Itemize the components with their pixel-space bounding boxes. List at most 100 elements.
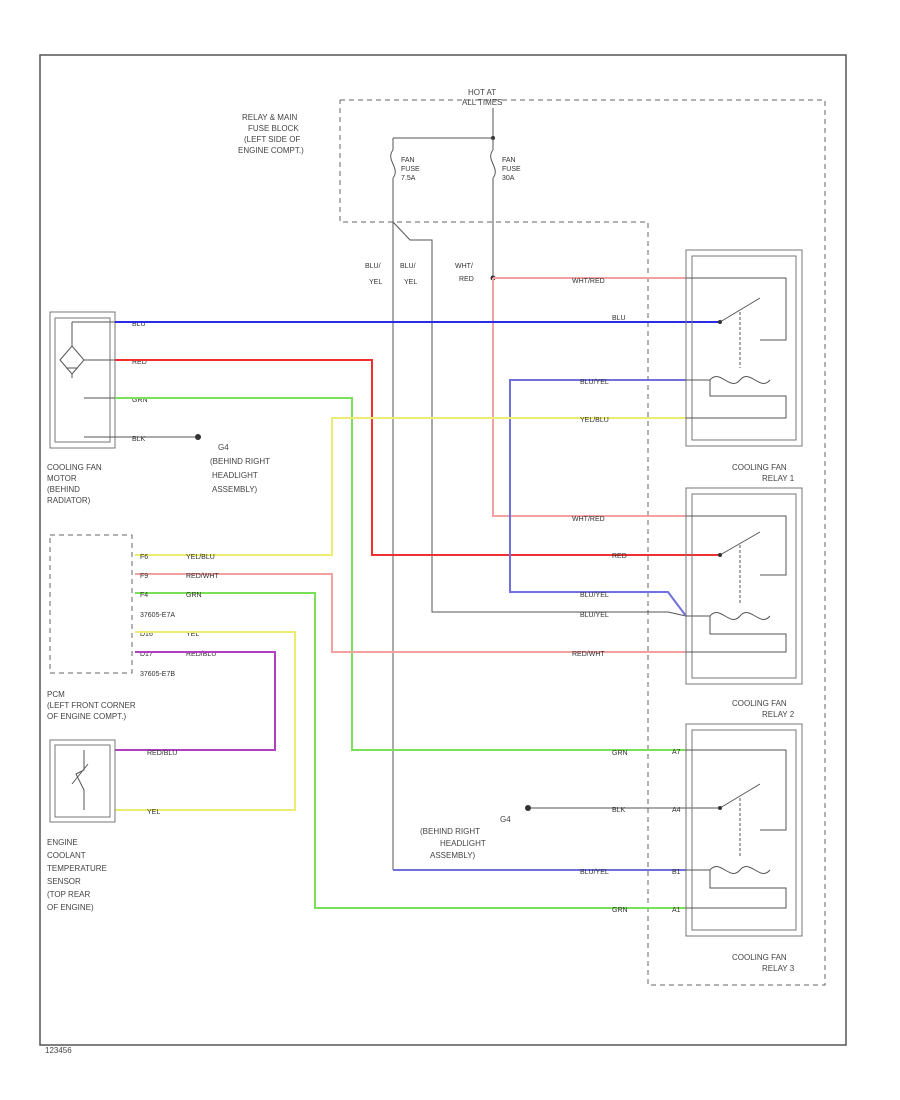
- fuse-b-icon: [490, 149, 496, 179]
- wire-label-grn-r3b: GRN: [612, 907, 628, 914]
- coolant-sensor-inner: [54, 744, 111, 818]
- ground1-label-3: HEADLIGHT: [212, 471, 258, 480]
- pcm-wire-grn: GRN: [186, 592, 202, 599]
- relay1-coil-path: [686, 379, 787, 419]
- cooling-fan-motor-box: [49, 311, 116, 449]
- motor-label-4: RADIATOR): [47, 496, 91, 505]
- ground2-label-3: HEADLIGHT: [440, 839, 486, 848]
- ground2-label-4: ASSEMBLY): [430, 851, 476, 860]
- red-blu-wire: [115, 651, 276, 751]
- pcm-pin-d17: D17: [140, 651, 153, 658]
- sensor-wire-yel: YEL: [147, 809, 160, 816]
- wire-label-blu-yel-1a: BLU/: [365, 263, 381, 270]
- fuse-b-label-3: 30A: [502, 175, 515, 182]
- fuse-block-label-1: RELAY & MAIN: [242, 113, 298, 122]
- relay2-coil-icon: [709, 612, 771, 620]
- fuse-a-label-3: 7.5A: [401, 175, 416, 182]
- ground-dot-1: [195, 434, 201, 440]
- sensor-label-5: (TOP REAR: [47, 890, 90, 899]
- relay3-coil-path: [686, 869, 787, 909]
- fuse-block-outline: [339, 99, 826, 986]
- coolant-sensor-box: [49, 739, 116, 823]
- motor-wire-blk: BLK: [132, 436, 146, 443]
- fuse-block-label-3: (LEFT SIDE OF: [244, 135, 300, 144]
- wire-label-red-r2: RED: [612, 553, 627, 560]
- fuse-a-label-1: FAN: [401, 157, 415, 164]
- grn-wire-motor: [115, 397, 686, 751]
- cooling-fan-motor-inner: [54, 317, 111, 443]
- pcm-label-1: PCM: [47, 690, 65, 699]
- relay3-contact-path: [686, 749, 787, 831]
- pcm-pin-f4: F4: [140, 592, 148, 599]
- relay2-inner: [691, 493, 797, 679]
- wire-label-wht-red-b: RED: [459, 276, 474, 283]
- ground2-label-1: G4: [500, 815, 511, 824]
- pcm-wire-red-wht: RED/WHT: [186, 573, 219, 580]
- relay3-label-1: COOLING FAN: [732, 953, 787, 962]
- relay2-label-1: COOLING FAN: [732, 699, 787, 708]
- relay1-box: [685, 249, 803, 447]
- wire-label-blu-yel-r1: BLU/YEL: [580, 379, 609, 386]
- ground2-label-2: (BEHIND RIGHT: [420, 827, 480, 836]
- all-times-label: ALL TIMES: [462, 98, 502, 107]
- fuse-a-icon: [390, 149, 396, 179]
- blu-yel-feed-relay2: [392, 178, 687, 617]
- wire-label-blu-yel-2a: BLU/: [400, 263, 416, 270]
- pcm-pin-f6: F6: [140, 554, 148, 561]
- fuse-a-label-2: FUSE: [401, 166, 420, 173]
- relay3-box: [685, 723, 803, 937]
- sensor-label-6: OF ENGINE): [47, 903, 94, 912]
- ground-dot-2: [525, 805, 531, 811]
- sensor-label-2: COOLANT: [47, 851, 86, 860]
- motor-label-2: MOTOR: [47, 474, 77, 483]
- wire-label-wht-red-r1: WHT/RED: [572, 278, 605, 285]
- relay3-switch-pivot: [718, 806, 722, 810]
- pcm-label-2: (LEFT FRONT CORNER: [47, 701, 136, 710]
- yel-wire: [115, 631, 296, 811]
- wire-label-grn-r3: GRN: [612, 750, 628, 757]
- thermistor-icon: [71, 750, 89, 810]
- wire-label-blu-yel-r2b: BLU/YEL: [580, 612, 609, 619]
- footer-code: 123456: [45, 1046, 72, 1055]
- sensor-label-3: TEMPERATURE: [47, 864, 107, 873]
- sensor-wire-red-blu: RED/BLU: [147, 750, 177, 757]
- sensor-label-1: ENGINE: [47, 838, 78, 847]
- pcm-pin-f9: F9: [140, 573, 148, 580]
- relay2-label-2: RELAY 2: [762, 710, 795, 719]
- wire-label-blu-yel-1b: YEL: [369, 279, 382, 286]
- relay2-switch-pivot: [718, 553, 722, 557]
- wire-label-blu-yel-r3: BLU/YEL: [580, 869, 609, 876]
- red-wht-wire: [135, 573, 686, 653]
- relay2-coil-path: [686, 615, 787, 653]
- fuse-block-label-2: FUSE BLOCK: [248, 124, 299, 133]
- ground1-label-4: ASSEMBLY): [212, 485, 258, 494]
- wht-red-wire-relay2: [492, 278, 686, 517]
- relay3-coil-icon: [709, 866, 771, 874]
- pcm-wire-yel-blu: YEL/BLU: [186, 554, 215, 561]
- grn-wire-pcm: [135, 592, 686, 909]
- fuse-b-label-2: FUSE: [502, 166, 521, 173]
- pcm-label-3: OF ENGINE COMPT.): [47, 712, 126, 721]
- fuse-block-label-4: ENGINE COMPT.): [238, 146, 304, 155]
- relay2-contact-path: [686, 515, 787, 576]
- wire-label-blu-yel-r2a: BLU/YEL: [580, 592, 609, 599]
- relay1-contact-path: [686, 277, 787, 341]
- red-wire: [115, 359, 720, 556]
- blu-yel-wire-relay1: [509, 379, 687, 617]
- wire-label-blu: BLU: [612, 315, 626, 322]
- pcm-box: [49, 534, 133, 674]
- pcm-wire-yel: YEL: [186, 631, 199, 638]
- pcm-connector-a: 37605-E7A: [140, 612, 175, 619]
- relay2-box: [685, 487, 803, 685]
- motor-wire-red: RED: [132, 359, 147, 366]
- sensor-label-4: SENSOR: [47, 877, 81, 886]
- wire-label-wht-red-r2: WHT/RED: [572, 516, 605, 523]
- ground1-label-1: G4: [218, 443, 229, 452]
- relay1-inner: [691, 255, 797, 441]
- pcm-connector-b: 37605-E7B: [140, 671, 175, 678]
- wire-label-wht-red-a: WHT/: [455, 263, 473, 270]
- motor-label-1: COOLING FAN: [47, 463, 102, 472]
- yel-blu-wire: [135, 417, 686, 556]
- relay1-switch-pivot: [718, 320, 722, 324]
